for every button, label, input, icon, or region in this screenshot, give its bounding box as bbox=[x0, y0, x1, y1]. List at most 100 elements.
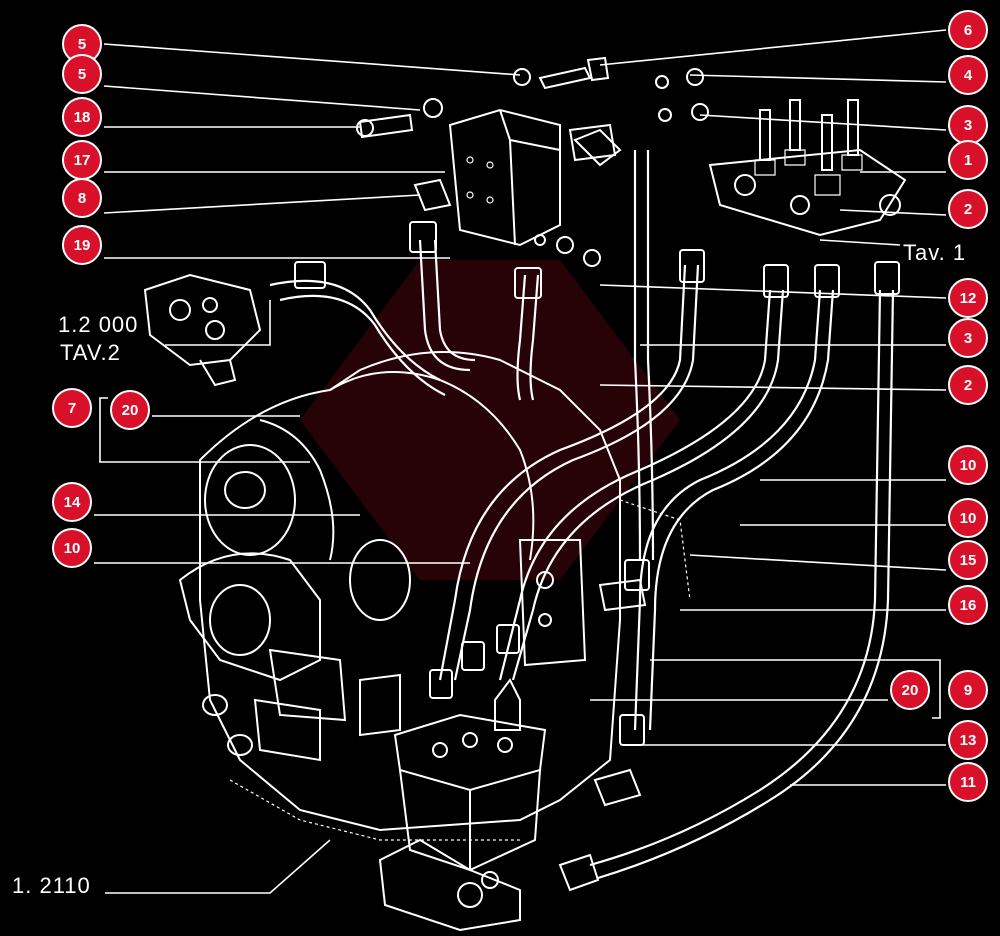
callout-circle bbox=[890, 670, 930, 710]
callout-c-17: 17 bbox=[62, 140, 102, 180]
callout-number: 1 bbox=[964, 152, 972, 169]
callout-circle bbox=[948, 140, 988, 180]
callout-circle bbox=[62, 54, 102, 94]
callout-circle bbox=[948, 670, 988, 710]
callout-c-4: 4 bbox=[948, 55, 988, 95]
callout-c-20b: 20 bbox=[890, 670, 930, 710]
ref-1-2110-label: 1. 2110 bbox=[12, 873, 91, 898]
callout-number: 10 bbox=[64, 540, 81, 557]
callout-c-12: 12 bbox=[948, 278, 988, 318]
callout-number: 20 bbox=[902, 682, 919, 699]
callout-c-15: 15 bbox=[948, 540, 988, 580]
leader-line-c-2a bbox=[839, 209, 947, 216]
hydraulic-hoses bbox=[269, 150, 895, 880]
callout-number: 7 bbox=[68, 400, 76, 417]
callout-number: 19 bbox=[74, 237, 91, 254]
callout-c-13: 13 bbox=[948, 720, 988, 760]
callout-number: 17 bbox=[74, 152, 91, 169]
callout-number: 9 bbox=[964, 682, 972, 699]
leader-line-c-5b bbox=[103, 85, 421, 111]
callout-number: 2 bbox=[964, 201, 972, 218]
leader-line-c-4 bbox=[689, 74, 947, 83]
callout-c-19: 19 bbox=[62, 225, 102, 265]
callout-circle bbox=[52, 528, 92, 568]
tav1-label: Tav. 1 bbox=[903, 240, 966, 265]
callout-c-5a: 5 bbox=[62, 24, 102, 64]
callout-number: 13 bbox=[960, 732, 977, 749]
callout-c-2a: 2 bbox=[948, 189, 988, 229]
callout-c-10a: 10 bbox=[52, 528, 92, 568]
gearbox-housing bbox=[178, 351, 691, 841]
reference-leaders bbox=[105, 239, 901, 894]
callout-c-2b: 2 bbox=[948, 365, 988, 405]
leader-line-c-6 bbox=[599, 29, 947, 66]
callout-number: 6 bbox=[964, 22, 972, 39]
callout-number: 15 bbox=[960, 552, 977, 569]
callout-circle bbox=[948, 10, 988, 50]
callout-circle bbox=[948, 55, 988, 95]
callout-circle bbox=[110, 390, 150, 430]
callout-c-20a: 20 bbox=[110, 390, 150, 430]
callout-c-3b: 3 bbox=[948, 318, 988, 358]
leader-lines bbox=[94, 29, 947, 786]
leader-line-c-15 bbox=[689, 554, 947, 571]
callout-number: 18 bbox=[74, 109, 91, 126]
callout-c-5b: 5 bbox=[62, 54, 102, 94]
callout-number: 11 bbox=[960, 774, 976, 791]
callout-circle bbox=[948, 189, 988, 229]
grouping-brackets bbox=[99, 397, 941, 719]
callout-circle bbox=[948, 278, 988, 318]
callout-number: 16 bbox=[960, 597, 977, 614]
solenoid-block bbox=[448, 108, 561, 247]
callout-circle bbox=[948, 445, 988, 485]
leader-line-c-2b bbox=[599, 384, 947, 391]
callout-number: 12 bbox=[960, 290, 977, 307]
callout-circle bbox=[62, 178, 102, 218]
callout-c-14: 14 bbox=[52, 482, 92, 522]
callout-number: 20 bbox=[122, 402, 139, 419]
callout-c-3a: 3 bbox=[948, 105, 988, 145]
callout-circle bbox=[52, 482, 92, 522]
callout-c-6: 6 bbox=[948, 10, 988, 50]
callout-c-16: 16 bbox=[948, 585, 988, 625]
callout-circle bbox=[62, 225, 102, 265]
callout-number: 4 bbox=[964, 67, 973, 84]
callout-number: 3 bbox=[964, 330, 972, 347]
callout-number: 10 bbox=[960, 510, 977, 527]
pilot-manifold bbox=[708, 99, 907, 237]
fasteners bbox=[356, 56, 709, 267]
callout-number: 3 bbox=[964, 117, 972, 134]
leader-line-c-5a bbox=[103, 43, 521, 76]
callout-c-1: 1 bbox=[948, 140, 988, 180]
callout-circle bbox=[948, 585, 988, 625]
hose-fittings bbox=[294, 123, 900, 892]
callout-number: 2 bbox=[964, 377, 972, 394]
callout-c-18: 18 bbox=[62, 97, 102, 137]
callout-circle bbox=[948, 318, 988, 358]
callout-circle bbox=[52, 388, 92, 428]
callout-circle bbox=[948, 762, 988, 802]
callout-circle bbox=[62, 97, 102, 137]
ref-1-2000-label: 1.2 000 bbox=[58, 312, 138, 337]
callout-number: 10 bbox=[960, 457, 977, 474]
callout-number: 8 bbox=[78, 190, 86, 207]
leader-line-c-8 bbox=[103, 194, 421, 214]
tav2-valve bbox=[143, 273, 262, 387]
callout-c-10b: 10 bbox=[948, 445, 988, 485]
callout-c-7: 7 bbox=[52, 388, 92, 428]
callout-c-8: 8 bbox=[62, 178, 102, 218]
callout-number: 5 bbox=[78, 66, 86, 83]
callout-circle bbox=[948, 498, 988, 538]
callout-circle bbox=[948, 720, 988, 760]
callout-c-9: 9 bbox=[948, 670, 988, 710]
callout-number: 5 bbox=[78, 36, 86, 53]
callout-number: 14 bbox=[64, 494, 81, 511]
callout-circle bbox=[948, 365, 988, 405]
leader-line-c-3a bbox=[699, 114, 947, 131]
tav2-label: TAV.2 bbox=[60, 340, 121, 365]
leader-line-c-12 bbox=[599, 284, 947, 299]
callout-c-11: 11 bbox=[948, 762, 988, 802]
